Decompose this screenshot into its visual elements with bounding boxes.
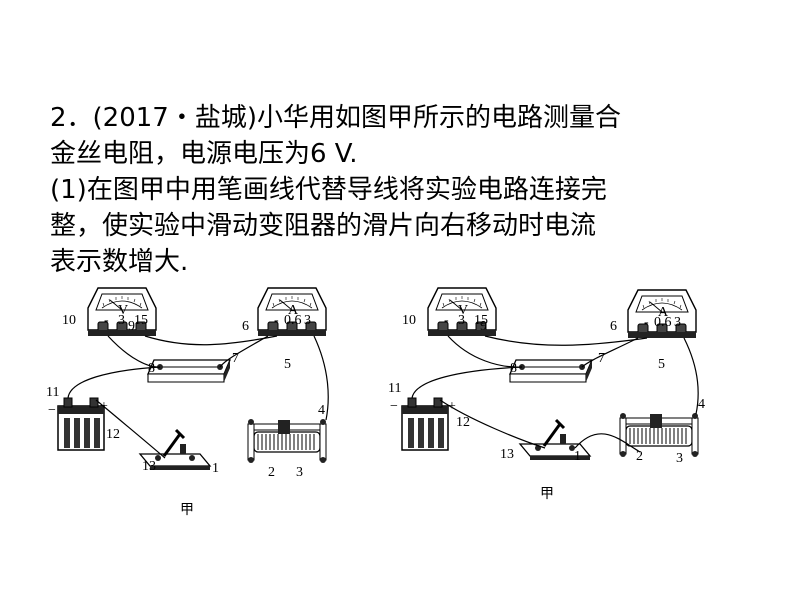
voltmeter-scale-1-right: - (444, 313, 449, 328)
voltmeter-scale-3-left: 15 (134, 313, 148, 328)
ammeter-scale-1-right: - (644, 315, 649, 330)
label-12-left: 12 (106, 427, 120, 442)
ammeter-symbol-right: A (658, 305, 669, 320)
rheostat-left (247, 418, 327, 464)
label-2-right: 2 (636, 449, 643, 464)
label-5-right: 5 (658, 357, 665, 372)
label-12-right: 12 (456, 415, 470, 430)
label-8-right: 8 (510, 361, 517, 376)
label-3-right: 3 (676, 451, 683, 466)
label-9-left: 9 (128, 319, 135, 334)
label-8-left: 8 (148, 361, 155, 376)
alloy-wire-board-left (147, 359, 231, 383)
caption-right: 甲 (540, 486, 554, 502)
label-5-left: 5 (284, 357, 291, 372)
question-line-3: (1)在图甲中用笔画线代替导线将实验电路连接完 (50, 175, 607, 205)
circuit-figure-right: V - 3 15 A - 0.6 3 10 9 6 8 7 5 11 − + 4… (388, 287, 705, 502)
label-3-left: 3 (296, 465, 303, 480)
label-13-right: 13 (500, 447, 514, 462)
question-line-1: 2．(2017・盐城)小华用如图甲所示的电路测量合 (50, 103, 621, 133)
label-11-right: 11 (388, 381, 401, 396)
question-line-4: 整，使实验中滑动变阻器的滑片向右移动时电流 (50, 211, 597, 241)
question-line-5: 表示数增大. (50, 247, 189, 277)
ammeter-scale-1-left: - (274, 313, 279, 328)
label-13-left: 13 (142, 459, 156, 474)
label-4-right: 4 (698, 397, 705, 412)
minus-sign-right: − (390, 399, 398, 414)
voltmeter-symbol-right: V (458, 303, 468, 318)
label-2-left: 2 (268, 465, 275, 480)
label-10-left: 10 (62, 313, 76, 328)
battery-left (57, 397, 105, 451)
rheostat-right (619, 412, 699, 458)
voltmeter-scale-2-left: 3 (118, 313, 125, 328)
plus-sign-right: + (448, 399, 456, 414)
label-6-left: 6 (242, 319, 249, 334)
label-7-left: 7 (232, 351, 239, 366)
voltmeter-scale-3-right: 15 (474, 313, 488, 328)
label-7-right: 7 (598, 351, 605, 366)
label-4-left: 4 (318, 403, 325, 418)
ammeter-scale-2-left: 0.6 (284, 313, 302, 328)
ammeter-symbol-left: A (288, 303, 299, 318)
question-line-2: 金丝电阻，电源电压为6 V. (50, 139, 358, 169)
label-9-right: 9 (480, 319, 487, 334)
ammeter-scale-3-left: 3 (304, 313, 311, 328)
voltmeter-scale-2-right: 3 (458, 313, 465, 328)
voltmeter-scale-1-left: - (104, 313, 109, 328)
minus-sign-left: − (48, 403, 56, 418)
question-text: 2．(2017・盐城)小华用如图甲所示的电路测量合 金丝电阻，电源电压为6 V.… (50, 100, 750, 280)
label-10-right: 10 (402, 313, 416, 328)
circuit-figure-left: V - 3 15 A - 0.6 3 10 9 6 8 7 5 11 − + 4… (46, 287, 329, 518)
ammeter-scale-3-right: 3 (674, 315, 681, 330)
label-1-left: 1 (212, 461, 219, 476)
plus-sign-left: + (100, 399, 108, 414)
label-6-right: 6 (610, 319, 617, 334)
caption-left: 甲 (180, 502, 194, 518)
battery-right (401, 397, 449, 451)
label-1-right: 1 (574, 449, 581, 464)
ammeter-scale-2-right: 0.6 (654, 315, 672, 330)
label-11-left: 11 (46, 385, 59, 400)
alloy-wire-board-right (509, 359, 593, 383)
voltmeter-symbol-left: V (118, 303, 128, 318)
